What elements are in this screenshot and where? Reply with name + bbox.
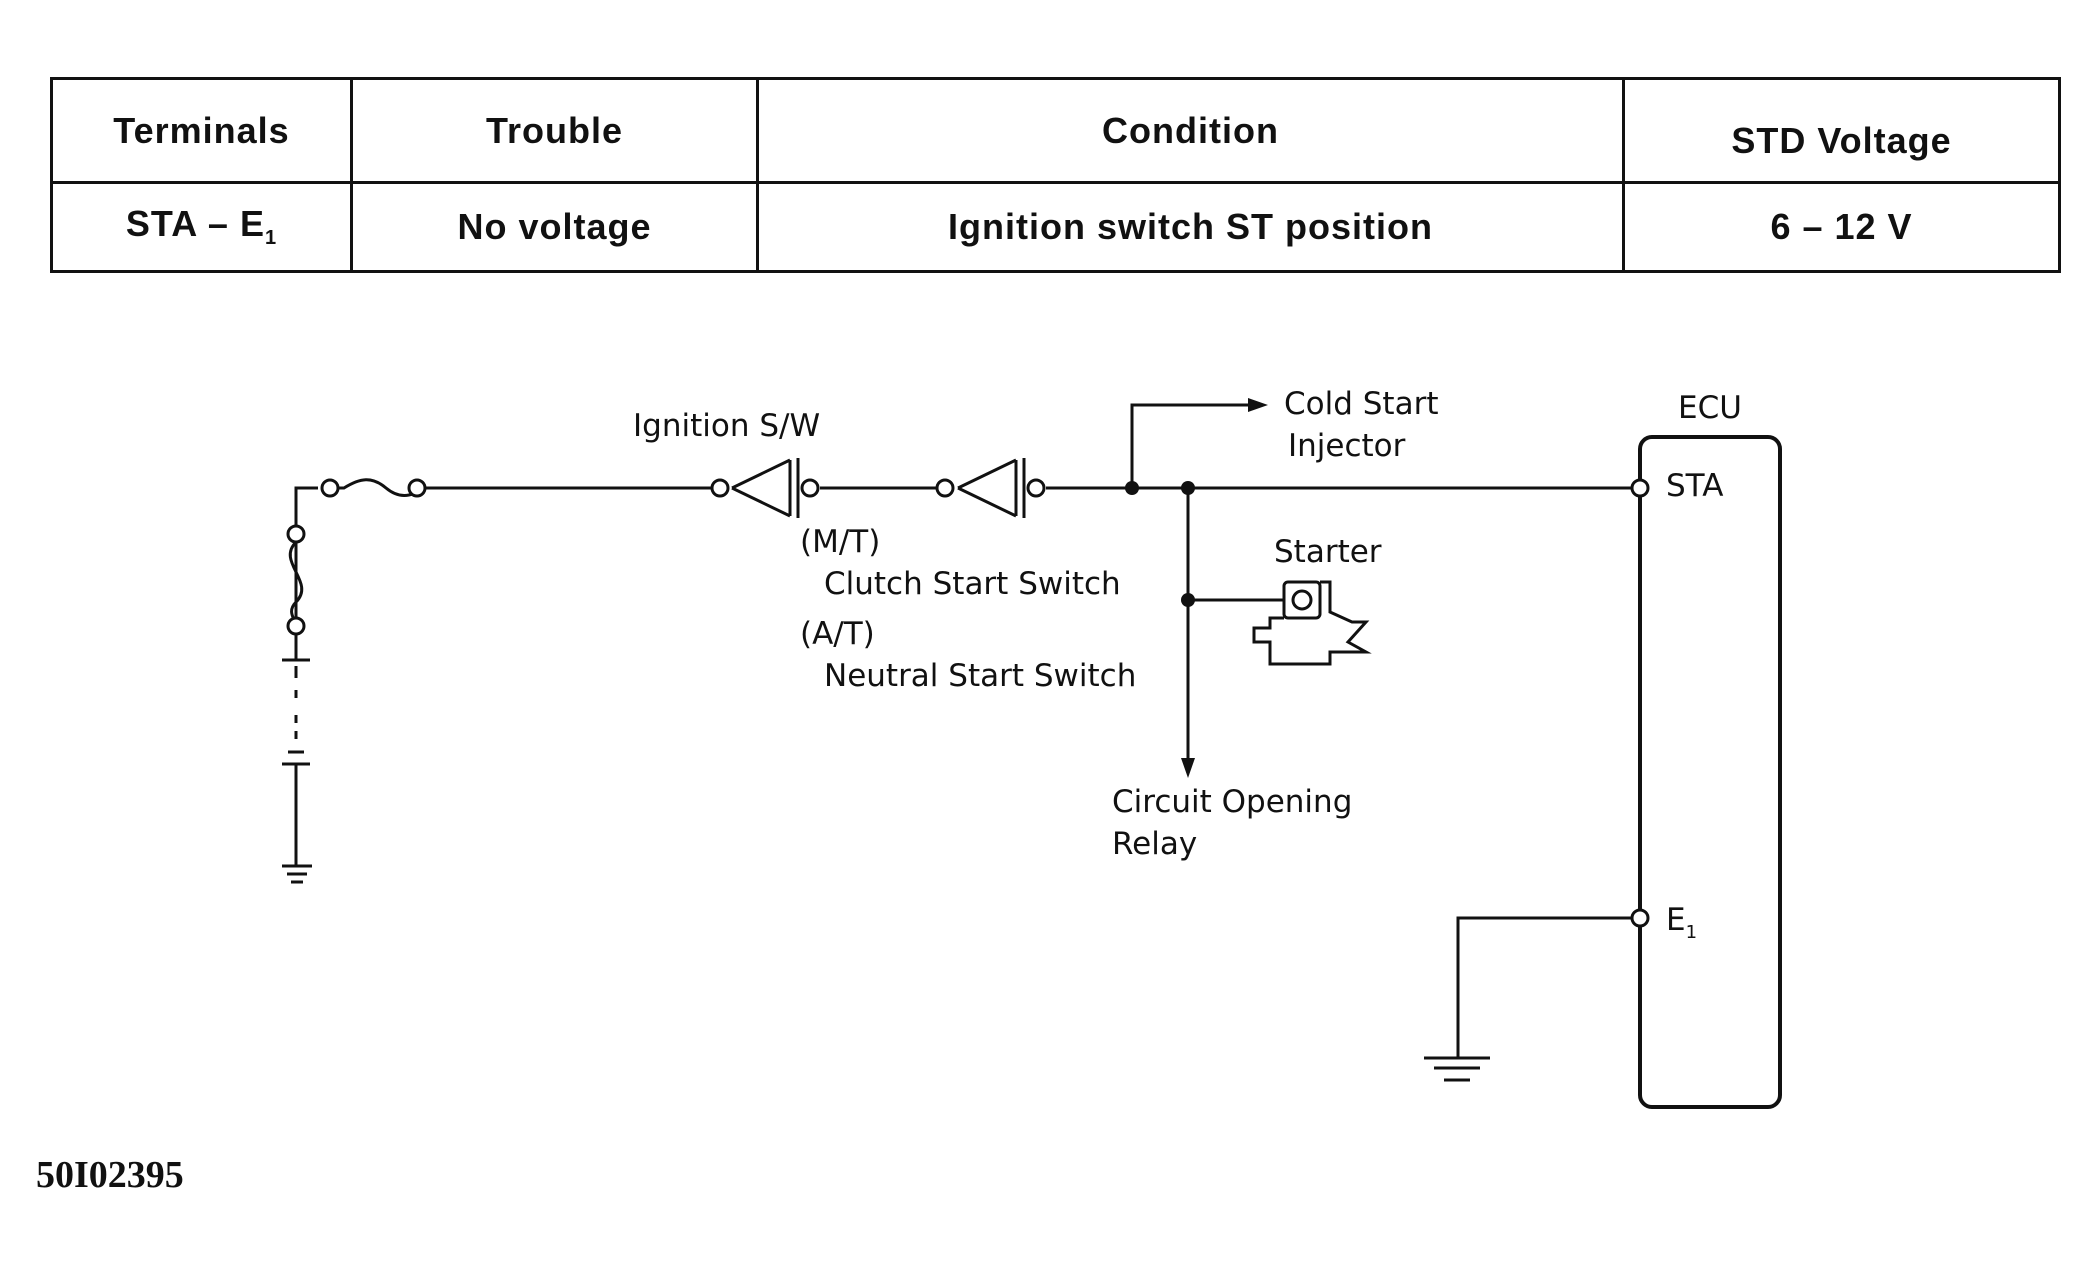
terminals-subscript: 1 bbox=[264, 227, 278, 250]
relay-label-2: Relay bbox=[1112, 826, 1197, 862]
terminals-main-text: STA – E bbox=[125, 203, 265, 245]
cell-trouble: No voltage bbox=[350, 181, 759, 273]
cold-start-injector-wire bbox=[1130, 403, 1248, 488]
junction-dot bbox=[1181, 481, 1195, 495]
header-std-voltage: STD Voltage bbox=[1622, 77, 2061, 184]
header-trouble: Trouble bbox=[350, 77, 759, 184]
header-terminals: Terminals bbox=[50, 77, 353, 184]
table-header-row: Terminals Trouble Condition STD Voltage bbox=[50, 77, 2061, 184]
neutral-switch-label: Neutral Start Switch bbox=[824, 658, 1136, 694]
cold-start-arrow-icon bbox=[1248, 398, 1268, 412]
relay-label-1: Circuit Opening bbox=[1112, 784, 1352, 820]
cell-condition: Ignition switch ST position bbox=[756, 181, 1625, 273]
terminal-circles bbox=[286, 478, 1650, 928]
header-condition: Condition bbox=[756, 77, 1625, 184]
table-row: STA – E1 No voltage Ignition switch ST p… bbox=[50, 181, 2061, 273]
clutch-switch-label: Clutch Start Switch bbox=[824, 566, 1121, 602]
cold-start-label-2: Injector bbox=[1288, 428, 1406, 464]
voltage-spec-table: Terminals Trouble Condition STD Voltage … bbox=[50, 77, 2061, 273]
start-switch-icon bbox=[957, 458, 1026, 518]
sta-terminal-circle bbox=[1630, 478, 1650, 498]
battery-ground-icon bbox=[282, 864, 312, 884]
e1-terminal-circle bbox=[1630, 908, 1650, 928]
junction-dot bbox=[1181, 593, 1195, 607]
figure-id: 50I02395 bbox=[36, 1154, 184, 1196]
e1-terminal-label: E1 bbox=[1666, 902, 1697, 943]
starter-label: Starter bbox=[1274, 534, 1382, 570]
relay-arrow-icon bbox=[1181, 758, 1195, 778]
ignition-switch-label: Ignition S/W bbox=[633, 408, 820, 444]
battery-icon bbox=[282, 658, 310, 786]
ecu-box bbox=[1638, 435, 1782, 1109]
cell-terminals: STA – E1 bbox=[50, 181, 353, 273]
cold-start-label-1: Cold Start bbox=[1284, 386, 1439, 422]
sta-terminal-label: STA bbox=[1666, 468, 1723, 504]
ignition-switch-icon bbox=[731, 458, 800, 518]
e1-ground-wire bbox=[1456, 916, 1640, 1058]
mt-label: (M/T) bbox=[800, 524, 880, 560]
cell-std-voltage: 6 – 12 V bbox=[1622, 181, 2061, 273]
ecu-label: ECU bbox=[1678, 390, 1742, 426]
at-label: (A/T) bbox=[800, 616, 875, 652]
starter-motor-icon bbox=[1252, 580, 1372, 666]
junction-dot bbox=[1125, 481, 1139, 495]
ecu-ground-icon bbox=[1424, 1056, 1490, 1082]
